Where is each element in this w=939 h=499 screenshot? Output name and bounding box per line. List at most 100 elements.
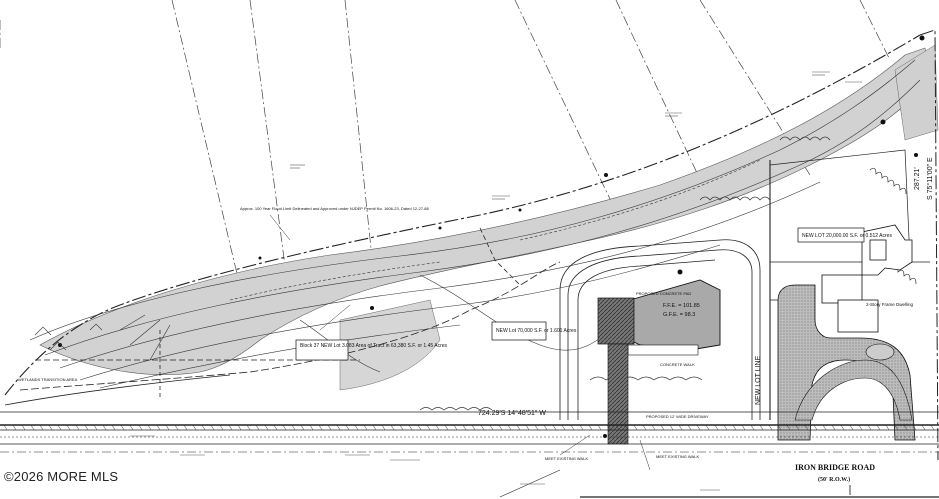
curb-tick <box>318 424 323 431</box>
bottom-bearing-label: 724.29'S 14°48'51" W <box>478 409 546 417</box>
gfe-label: G.F.E. = 98.3 <box>663 312 695 318</box>
curb-tick <box>858 424 863 431</box>
proposed-dwelling <box>597 279 721 356</box>
curb-tick <box>732 424 737 431</box>
survey-markers <box>58 35 925 438</box>
curb-tick <box>813 424 818 431</box>
lot-label-right: NEW LOT 20,000.00 S.F. or 0.512 Acres <box>797 227 892 243</box>
property-boundary <box>4 29 939 461</box>
floodplain-note: Approx. 100 Year Flood Limit Delineated … <box>240 206 429 211</box>
curb-tick <box>381 424 386 431</box>
curb-tick <box>930 424 935 431</box>
curb-tick <box>903 424 908 431</box>
curb-tick <box>921 424 926 431</box>
new-lot-line-label: NEW LOT LINE <box>755 355 762 405</box>
curb-tick <box>84 424 89 431</box>
curb-tick <box>849 424 854 431</box>
curb-tick <box>156 424 161 431</box>
curb-tick <box>219 424 224 431</box>
curb-tick <box>489 424 494 431</box>
meet-walk-label-1: MEET EXISTING WALK <box>545 456 588 461</box>
curb-tick <box>390 424 395 431</box>
curb-tick <box>273 424 278 431</box>
curb-tick <box>363 424 368 431</box>
curb-tick <box>867 424 872 431</box>
curb-tick <box>354 424 359 431</box>
curb-tick <box>543 424 548 431</box>
curb-tick <box>426 424 431 431</box>
curb-tick <box>309 424 314 431</box>
curb-tick <box>453 424 458 431</box>
curb-tick <box>840 424 845 431</box>
proposed-driveway-label: PROPOSED 12' WIDE DRIVEWAY <box>646 414 709 419</box>
curb-tick <box>705 424 710 431</box>
concrete-pad-label: PROPOSED CONCRETE PAD <box>636 291 691 296</box>
concrete-walk-label: CONCRETE WALK <box>660 362 695 367</box>
curb-tick <box>399 424 404 431</box>
curb-tick <box>723 424 728 431</box>
curb-tick <box>588 424 593 431</box>
curb-tick <box>372 424 377 431</box>
curb-tick <box>552 424 557 431</box>
shaded-right-buffer <box>894 44 939 141</box>
curb-tick <box>498 424 503 431</box>
curb-tick <box>534 424 539 431</box>
curb-tick <box>93 424 98 431</box>
curb-tick <box>714 424 719 431</box>
curb-tick <box>507 424 512 431</box>
lot-label-left: Block 37 NEW Lot 3.083 Area of Tract in … <box>295 339 448 361</box>
curb-tick <box>345 424 350 431</box>
proposed-driveway-strip <box>607 343 629 445</box>
curb-tick <box>750 424 755 431</box>
curb-tick <box>642 424 647 431</box>
curb-tick <box>408 424 413 431</box>
curb-tick <box>327 424 332 431</box>
curb-tick <box>300 424 305 431</box>
curb-tick <box>696 424 701 431</box>
curb-tick <box>435 424 440 431</box>
curb-ticks <box>3 424 935 431</box>
curb-tick <box>651 424 656 431</box>
curb-tick <box>129 424 134 431</box>
existing-circular-drive <box>777 284 916 441</box>
right-distance-label: 287.21' <box>914 167 921 190</box>
radial-survey-lines <box>0 0 891 279</box>
svg-text:Block 37 NEW Lot 3.083 Area of: Block 37 NEW Lot 3.083 Area of Tract in … <box>300 343 448 349</box>
curb-tick <box>624 424 629 431</box>
curb-tick <box>759 424 764 431</box>
curb-tick <box>57 424 62 431</box>
curb-tick <box>147 424 152 431</box>
leader-lines <box>269 214 651 471</box>
driveway-outline <box>559 239 761 420</box>
curb-tick <box>480 424 485 431</box>
curb-tick <box>669 424 674 431</box>
curb-tick <box>615 424 620 431</box>
curb-tick <box>66 424 71 431</box>
curb-tick <box>525 424 530 431</box>
curb-tick <box>741 424 746 431</box>
curb-tick <box>786 424 791 431</box>
curb-tick <box>561 424 566 431</box>
curb-tick <box>633 424 638 431</box>
shaded-wetlands-area <box>339 299 441 391</box>
curb-tick <box>174 424 179 431</box>
curb-tick <box>291 424 296 431</box>
wetlands-label: WETLANDS TRANSITION AREA <box>18 377 78 382</box>
curb-tick <box>237 424 242 431</box>
curb-tick <box>822 424 827 431</box>
curb-tick <box>336 424 341 431</box>
svg-text:NEW Lot 70,000 S.F. or 1.601 A: NEW Lot 70,000 S.F. or 1.601 Acres <box>496 328 577 334</box>
curb-tick <box>30 424 35 431</box>
curb-tick <box>876 424 881 431</box>
curb-tick <box>516 424 521 431</box>
shaded-transition-area <box>39 47 931 375</box>
svg-text:NEW LOT 20,000.00 S.F. or 0.51: NEW LOT 20,000.00 S.F. or 0.512 Acres <box>802 233 892 239</box>
curb-tick <box>777 424 782 431</box>
curb-tick <box>606 424 611 431</box>
curb-tick <box>111 424 116 431</box>
road-row: (50' R.O.W.) <box>818 476 850 483</box>
curb-tick <box>39 424 44 431</box>
curb-tick <box>201 424 206 431</box>
curb-tick <box>228 424 233 431</box>
